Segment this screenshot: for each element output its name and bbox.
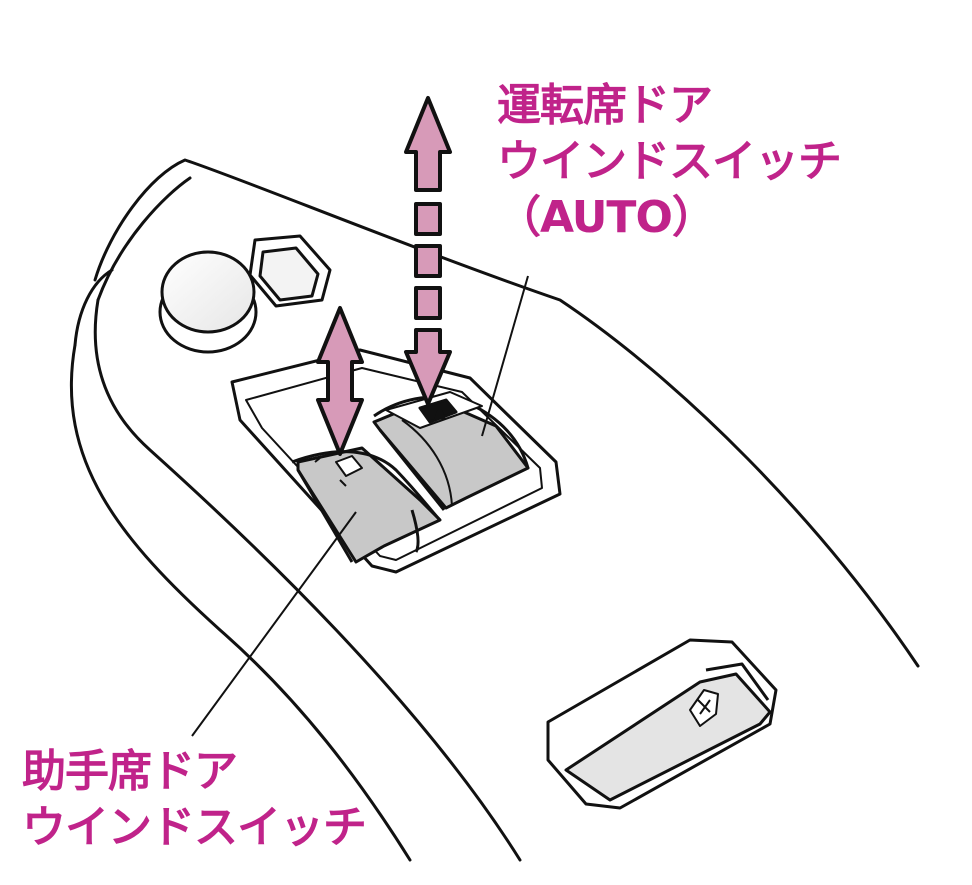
- passenger-window-switch[interactable]: [291, 446, 442, 564]
- driver-window-switch-label: 運転席ドア ウインドスイッチ （AUTO）: [497, 78, 842, 246]
- driver-window-switch[interactable]: A: [372, 391, 530, 511]
- passenger-window-switch-label: 助手席ドア ウインドスイッチ: [22, 744, 367, 856]
- armrest-panel: [69, 158, 920, 862]
- passenger-up-down-arrow: [316, 306, 364, 456]
- passenger-label-line2: ウインドスイッチ: [22, 802, 367, 853]
- window-lock-icon: [689, 689, 719, 727]
- svg-text:A: A: [436, 410, 444, 421]
- window-switch-icon: [314, 455, 363, 487]
- driver-label-line3: （AUTO）: [497, 192, 716, 243]
- driver-label-line2: ウインドスイッチ: [497, 136, 842, 187]
- driver-up-down-arrow: [404, 96, 452, 406]
- window-lock-switch[interactable]: [546, 638, 778, 810]
- passenger-label-line1: 助手席ドア: [22, 746, 238, 797]
- driver-label-line1: 運転席ドア: [497, 80, 713, 131]
- mirror-knob: [160, 250, 256, 334]
- leader-lines: [191, 275, 529, 737]
- mirror-control[interactable]: [158, 234, 332, 354]
